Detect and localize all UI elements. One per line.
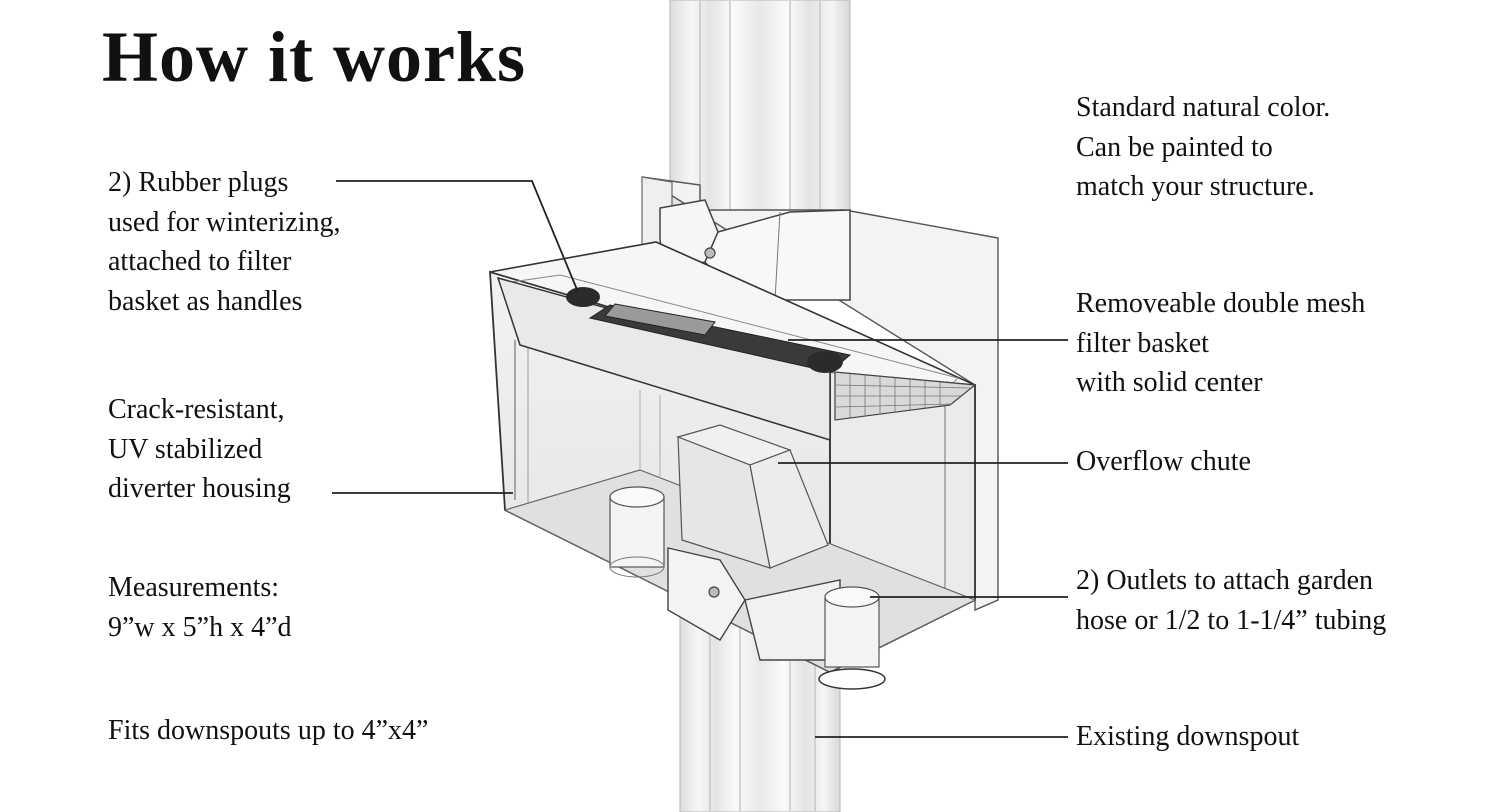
- label-downspout: Existing downspout: [1076, 721, 1300, 752]
- page-title: How it works: [102, 17, 526, 97]
- label-measurements: Measurements: 9”w x 5”h x 4”d: [108, 572, 292, 643]
- label-overflow-chute: Overflow chute: [1076, 446, 1251, 477]
- rubber-plug-right: [807, 351, 843, 373]
- label-color: Standard natural color. Can be painted t…: [1076, 92, 1331, 202]
- outlets: [609, 486, 886, 690]
- overflow-chute: [676, 424, 829, 569]
- label-mesh-basket: Removeable double mesh filter basket wit…: [1076, 288, 1366, 398]
- leader-plugs: [336, 180, 579, 293]
- label-outlets: 2) Outlets to attach garden hose or 1/2 …: [1076, 565, 1387, 636]
- label-housing: Crack-resistant, UV stabilized diverter …: [108, 394, 291, 504]
- lower-clamp: [667, 547, 841, 661]
- label-fits: Fits downspouts up to 4”x4”: [108, 715, 429, 746]
- leader-lines: [332, 180, 1068, 738]
- label-rubber-plugs: 2) Rubber plugs used for winterizing, at…: [108, 167, 341, 317]
- filter-basket: [496, 276, 977, 442]
- rubber-plug-left: [566, 287, 600, 307]
